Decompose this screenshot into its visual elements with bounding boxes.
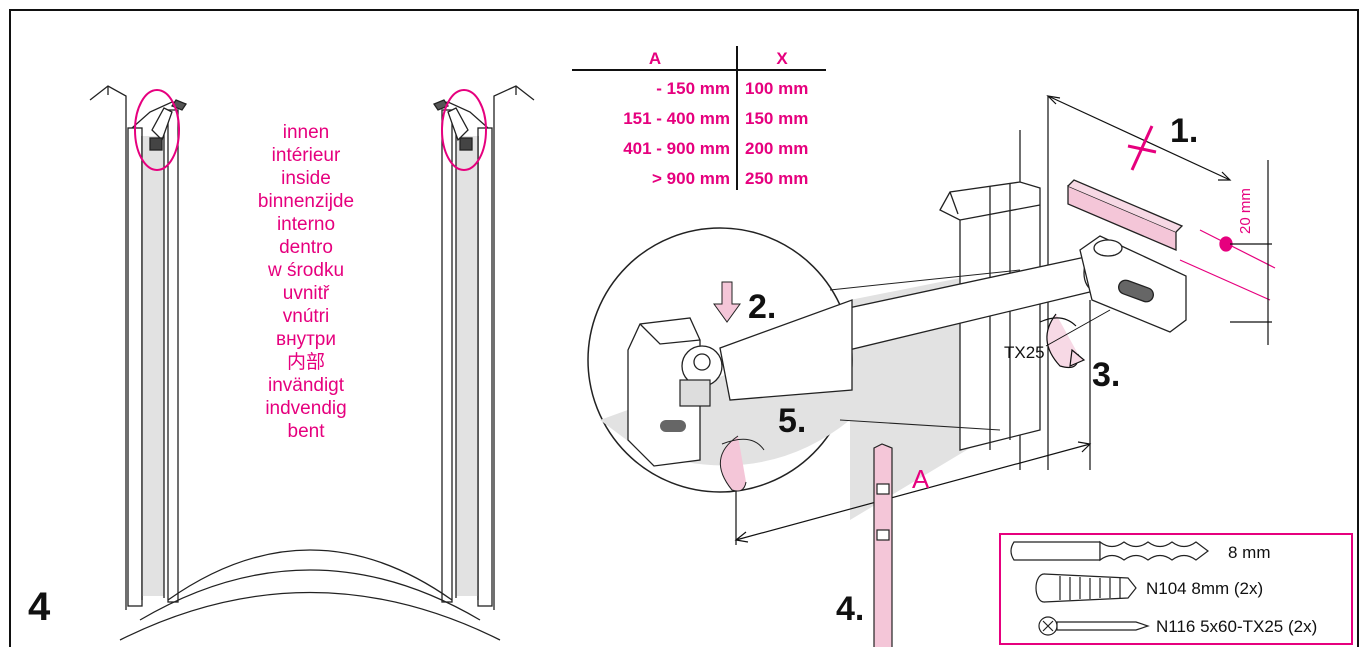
inside-label: indvendig xyxy=(265,398,346,419)
dimension-table: A X - 150 mm 100 mm 151 - 400 mm 150 mm … xyxy=(572,46,826,190)
inside-label: bent xyxy=(288,421,326,442)
vertical-level xyxy=(873,443,893,647)
inside-label: binnenzijde xyxy=(258,191,354,212)
inside-label: interno xyxy=(277,214,335,235)
table-header-x: X xyxy=(776,49,788,68)
drill-label: 8 mm xyxy=(1228,543,1271,562)
step-1-label: 1. xyxy=(1170,112,1198,150)
parts-list: 8 mm N104 8mm (2x) N116 5x60-TX25 (2x) xyxy=(999,533,1353,645)
x-dimension xyxy=(1046,95,1276,301)
table-cell: - 150 mm xyxy=(656,79,730,98)
anchor-label: N104 8mm (2x) xyxy=(1146,579,1263,598)
inside-label: внутри xyxy=(276,329,336,350)
inside-label: innen xyxy=(283,122,330,143)
table-cell: 100 mm xyxy=(745,79,808,98)
height-label: 20 mm xyxy=(1237,188,1254,234)
drill-bit-icon xyxy=(1010,540,1209,562)
inside-label: invändigt xyxy=(268,375,345,396)
hinge-highlight-right xyxy=(441,89,487,171)
inside-label: dentro xyxy=(279,237,333,258)
screw-label: TX25 xyxy=(1004,343,1045,362)
inside-labels: innen intérieur inside binnenzijde inter… xyxy=(258,122,354,442)
inside-label: uvnitř xyxy=(283,283,330,304)
table-cell: 401 - 900 mm xyxy=(623,139,730,158)
step-number: 4 xyxy=(28,585,51,629)
step-3-label: 3. xyxy=(1092,356,1120,394)
a-label: A xyxy=(912,464,930,494)
height-dimension xyxy=(1230,160,1272,345)
screw-part-label: N116 5x60-TX25 (2x) xyxy=(1156,617,1317,636)
down-arrow-icon xyxy=(713,281,741,323)
inside-label: 内部 xyxy=(287,351,325,373)
table-header-a: A xyxy=(649,49,661,68)
step-2-label: 2. xyxy=(748,288,776,326)
step-4-label: 4. xyxy=(836,590,864,628)
table-cell: > 900 mm xyxy=(652,169,730,188)
hinge-highlight-left xyxy=(134,89,180,171)
screw-icon xyxy=(1038,616,1150,636)
table-cell: 200 mm xyxy=(745,139,808,158)
rotate-arrow-icon xyxy=(1039,313,1086,369)
inside-label: w środku xyxy=(267,260,344,281)
table-cell: 250 mm xyxy=(745,169,808,188)
detail-magnifier xyxy=(587,227,1021,493)
table-cell: 150 mm xyxy=(745,109,808,128)
enclosure-overview xyxy=(89,85,535,641)
step-5-label: 5. xyxy=(778,402,806,440)
inside-label: vnútri xyxy=(283,306,329,327)
inside-label: intérieur xyxy=(272,145,341,166)
table-cell: 151 - 400 mm xyxy=(623,109,730,128)
inside-label: inside xyxy=(281,168,331,189)
wall-anchor-icon xyxy=(1035,573,1137,603)
